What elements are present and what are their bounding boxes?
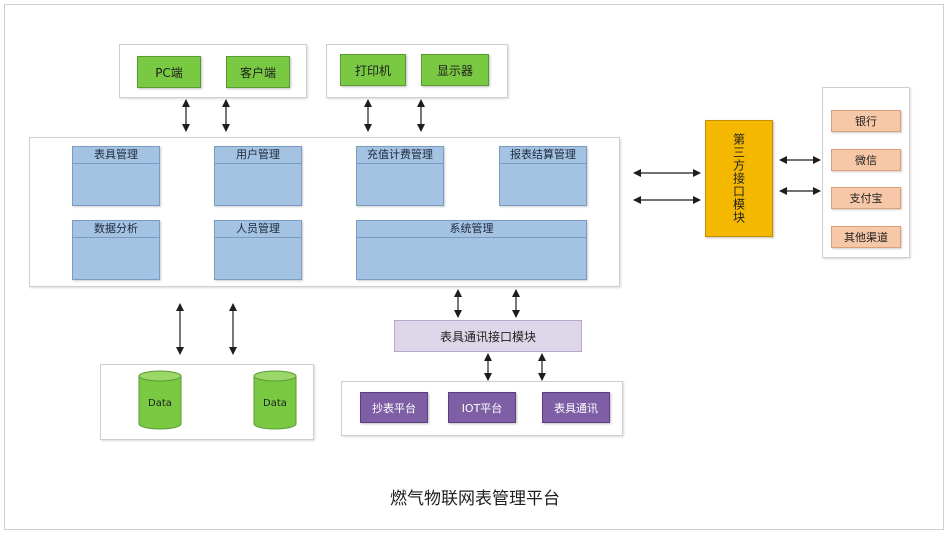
module-title: 数据分析 xyxy=(73,221,159,238)
printer-box: 打印机 xyxy=(340,54,406,86)
module-title: 系统管理 xyxy=(357,221,586,238)
meter-comm-platform: 表具通讯 xyxy=(542,392,610,423)
wechat-channel: 微信 xyxy=(831,149,901,171)
recharge-billing-module: 充值计费管理 xyxy=(356,146,444,206)
module-title: 充值计费管理 xyxy=(357,147,443,164)
alipay-channel: 支付宝 xyxy=(831,187,901,209)
user-management-module: 用户管理 xyxy=(214,146,302,206)
database-icon xyxy=(138,370,182,430)
database-1: Data xyxy=(138,370,182,430)
system-management-module: 系统管理 xyxy=(356,220,587,280)
database-icon xyxy=(253,370,297,430)
display-box: 显示器 xyxy=(421,54,489,86)
third-party-label: 第三方接口模块 xyxy=(731,133,746,224)
module-title: 用户管理 xyxy=(215,147,301,164)
module-title: 表具管理 xyxy=(73,147,159,164)
third-party-interface-module: 第三方接口模块 xyxy=(705,120,773,237)
diagram-frame xyxy=(4,4,944,530)
module-title: 报表结算管理 xyxy=(500,147,586,164)
iot-platform: IOT平台 xyxy=(448,392,516,423)
database-2: Data xyxy=(253,370,297,430)
meter-reading-platform: 抄表平台 xyxy=(360,392,428,423)
pc-client-box: PC端 xyxy=(137,56,201,88)
customer-client-box: 客户端 xyxy=(226,56,290,88)
meter-management-module: 表具管理 xyxy=(72,146,160,206)
bank-channel: 银行 xyxy=(831,110,901,132)
diagram-title: 燃气物联网表管理平台 xyxy=(390,489,560,509)
other-channel: 其他渠道 xyxy=(831,226,901,248)
report-settlement-module: 报表结算管理 xyxy=(499,146,587,206)
database-label: Data xyxy=(148,398,172,409)
data-analysis-module: 数据分析 xyxy=(72,220,160,280)
staff-management-module: 人员管理 xyxy=(214,220,302,280)
module-title: 人员管理 xyxy=(215,221,301,238)
database-label: Data xyxy=(263,398,287,409)
meter-comm-interface-module: 表具通讯接口模块 xyxy=(394,320,582,352)
